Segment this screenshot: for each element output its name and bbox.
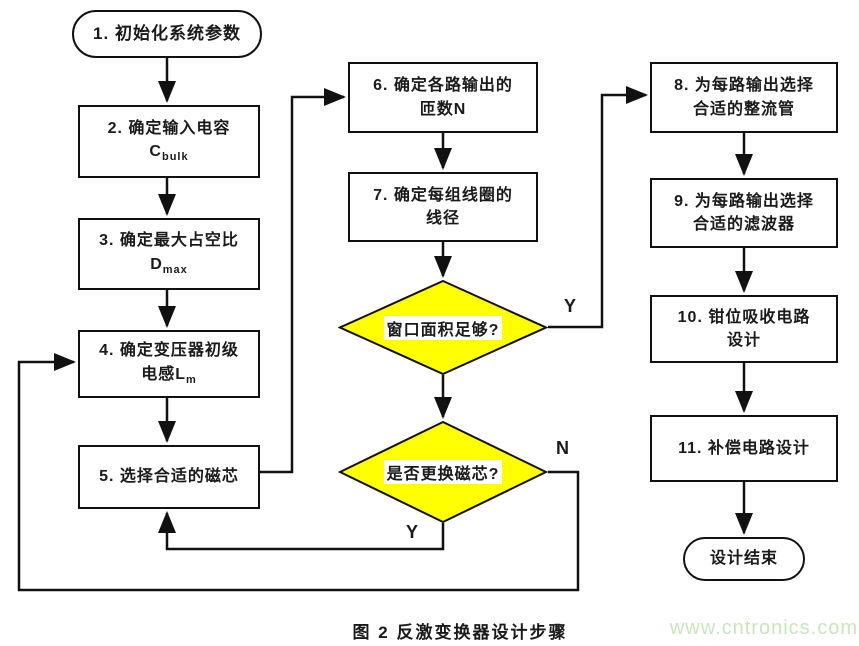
end-label: 设计结束 [709, 550, 778, 568]
step10-line2: 设计 [726, 332, 761, 349]
step9-line2: 合适的滤波器 [692, 216, 795, 233]
decision1-diamond: 窗口面积足够? [338, 280, 548, 375]
step10-line1: 10. 钳位吸收电路 [677, 308, 811, 326]
decision2-label: 是否更换磁芯? [383, 460, 503, 484]
figure-caption: 图 2 反激变换器设计步骤 [352, 623, 568, 642]
step11-label: 11. 补偿电路设计 [678, 439, 810, 457]
step9-box: 9. 为每路输出选择 合适的滤波器 [650, 178, 838, 248]
step8-line2: 合适的整流管 [692, 100, 795, 118]
step11-box: 11. 补偿电路设计 [650, 415, 838, 482]
step8-line1: 8. 为每路输出选择 [674, 77, 814, 95]
decision1-label: 窗口面积足够? [383, 315, 503, 340]
decision2-no-label: N [556, 438, 569, 458]
step2-symbol: Cbulk [149, 143, 189, 164]
step6-line1: 6. 确定各路输出的 [373, 77, 513, 95]
decision2-yes-label: Y [406, 522, 419, 542]
step6-box: 6. 确定各路输出的 匝数N [348, 62, 538, 133]
step4-line2: 电感Lm [141, 365, 197, 386]
start-label: 1. 初始化系统参数 [93, 23, 241, 43]
step5-box: 5. 选择合适的磁芯 [78, 445, 260, 509]
step4-line1: 4. 确定变压器初级 [99, 342, 239, 360]
arrow-step5-step6 [260, 88, 346, 474]
step3-box: 3. 确定最大占空比 Dmax [78, 218, 260, 290]
arrow-decision2-yes-step5 [158, 511, 445, 551]
step7-line1: 7. 确定每组线圈的 [373, 186, 513, 204]
step8-box: 8. 为每路输出选择 合适的整流管 [650, 62, 838, 133]
step6-line2: 匝数N [419, 100, 467, 118]
end-terminal: 设计结束 [683, 537, 805, 581]
step9-line1: 9. 为每路输出选择 [674, 192, 814, 210]
step4-box: 4. 确定变压器初级 电感Lm [78, 330, 260, 398]
start-terminal: 1. 初始化系统参数 [72, 10, 262, 58]
step2-line1: 2. 确定输入电容 [107, 119, 231, 137]
step2-box: 2. 确定输入电容 Cbulk [78, 105, 260, 178]
step5-label: 5. 选择合适的磁芯 [99, 468, 239, 486]
step7-box: 7. 确定每组线圈的 线径 [348, 172, 538, 242]
arrow-decision2-no-step4 [17, 353, 580, 592]
step10-box: 10. 钳位吸收电路 设计 [650, 295, 838, 363]
step3-line1: 3. 确定最大占空比 [99, 232, 239, 250]
step3-symbol: Dmax [150, 255, 188, 276]
step7-line2: 线径 [425, 210, 460, 227]
arrow-decision1-yes-step8 [548, 86, 648, 329]
decision2-diamond: 是否更换磁芯? [338, 421, 548, 523]
decision1-yes-label: Y [564, 296, 577, 316]
watermark-text: www.cntronics.com [669, 617, 858, 639]
